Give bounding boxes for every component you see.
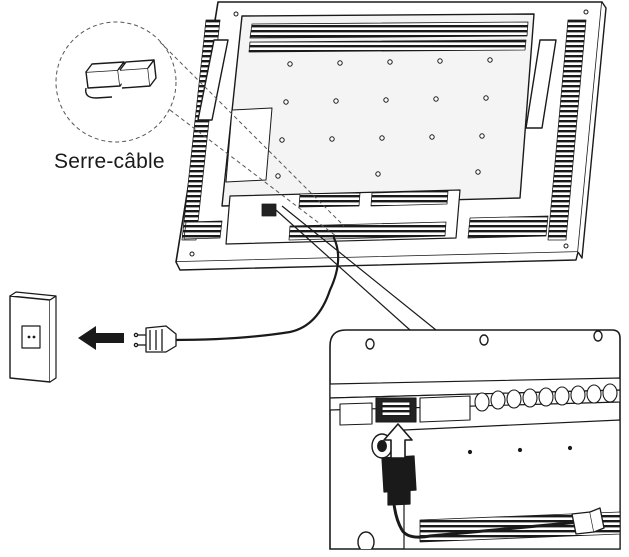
zoom-connector-row	[339, 383, 618, 426]
top-vent-upper	[249, 21, 529, 39]
cable-tie-icon	[85, 59, 157, 99]
arrow-left-icon	[78, 326, 124, 350]
monitor-casing-bottom-edge	[175, 251, 579, 271]
left-handle	[197, 39, 229, 121]
zoom-inset	[329, 329, 621, 550]
zoom-screw-holes	[365, 330, 603, 350]
right-handle	[525, 39, 557, 129]
right-side-vent	[547, 19, 587, 241]
monitor-back-panel	[221, 13, 535, 207]
wall-outlet-icon	[9, 291, 57, 383]
cable-tie-label: Serre-câble	[54, 150, 165, 173]
mounting-holes	[189, 9, 589, 257]
ac-inlet	[261, 203, 277, 217]
zoom-power-cable	[400, 520, 581, 539]
monitor-rear-view	[175, 1, 607, 271]
zoom-leader-lines	[275, 205, 437, 331]
top-vent-lower	[248, 39, 527, 53]
cable-tie-callout	[55, 21, 345, 237]
zoom-cable-tie	[571, 507, 605, 535]
zoom-insert-arrow-icon	[383, 423, 413, 459]
power-plug-icon	[133, 325, 177, 353]
chassis-recess	[225, 107, 273, 183]
callout-leader-lines	[159, 41, 345, 237]
